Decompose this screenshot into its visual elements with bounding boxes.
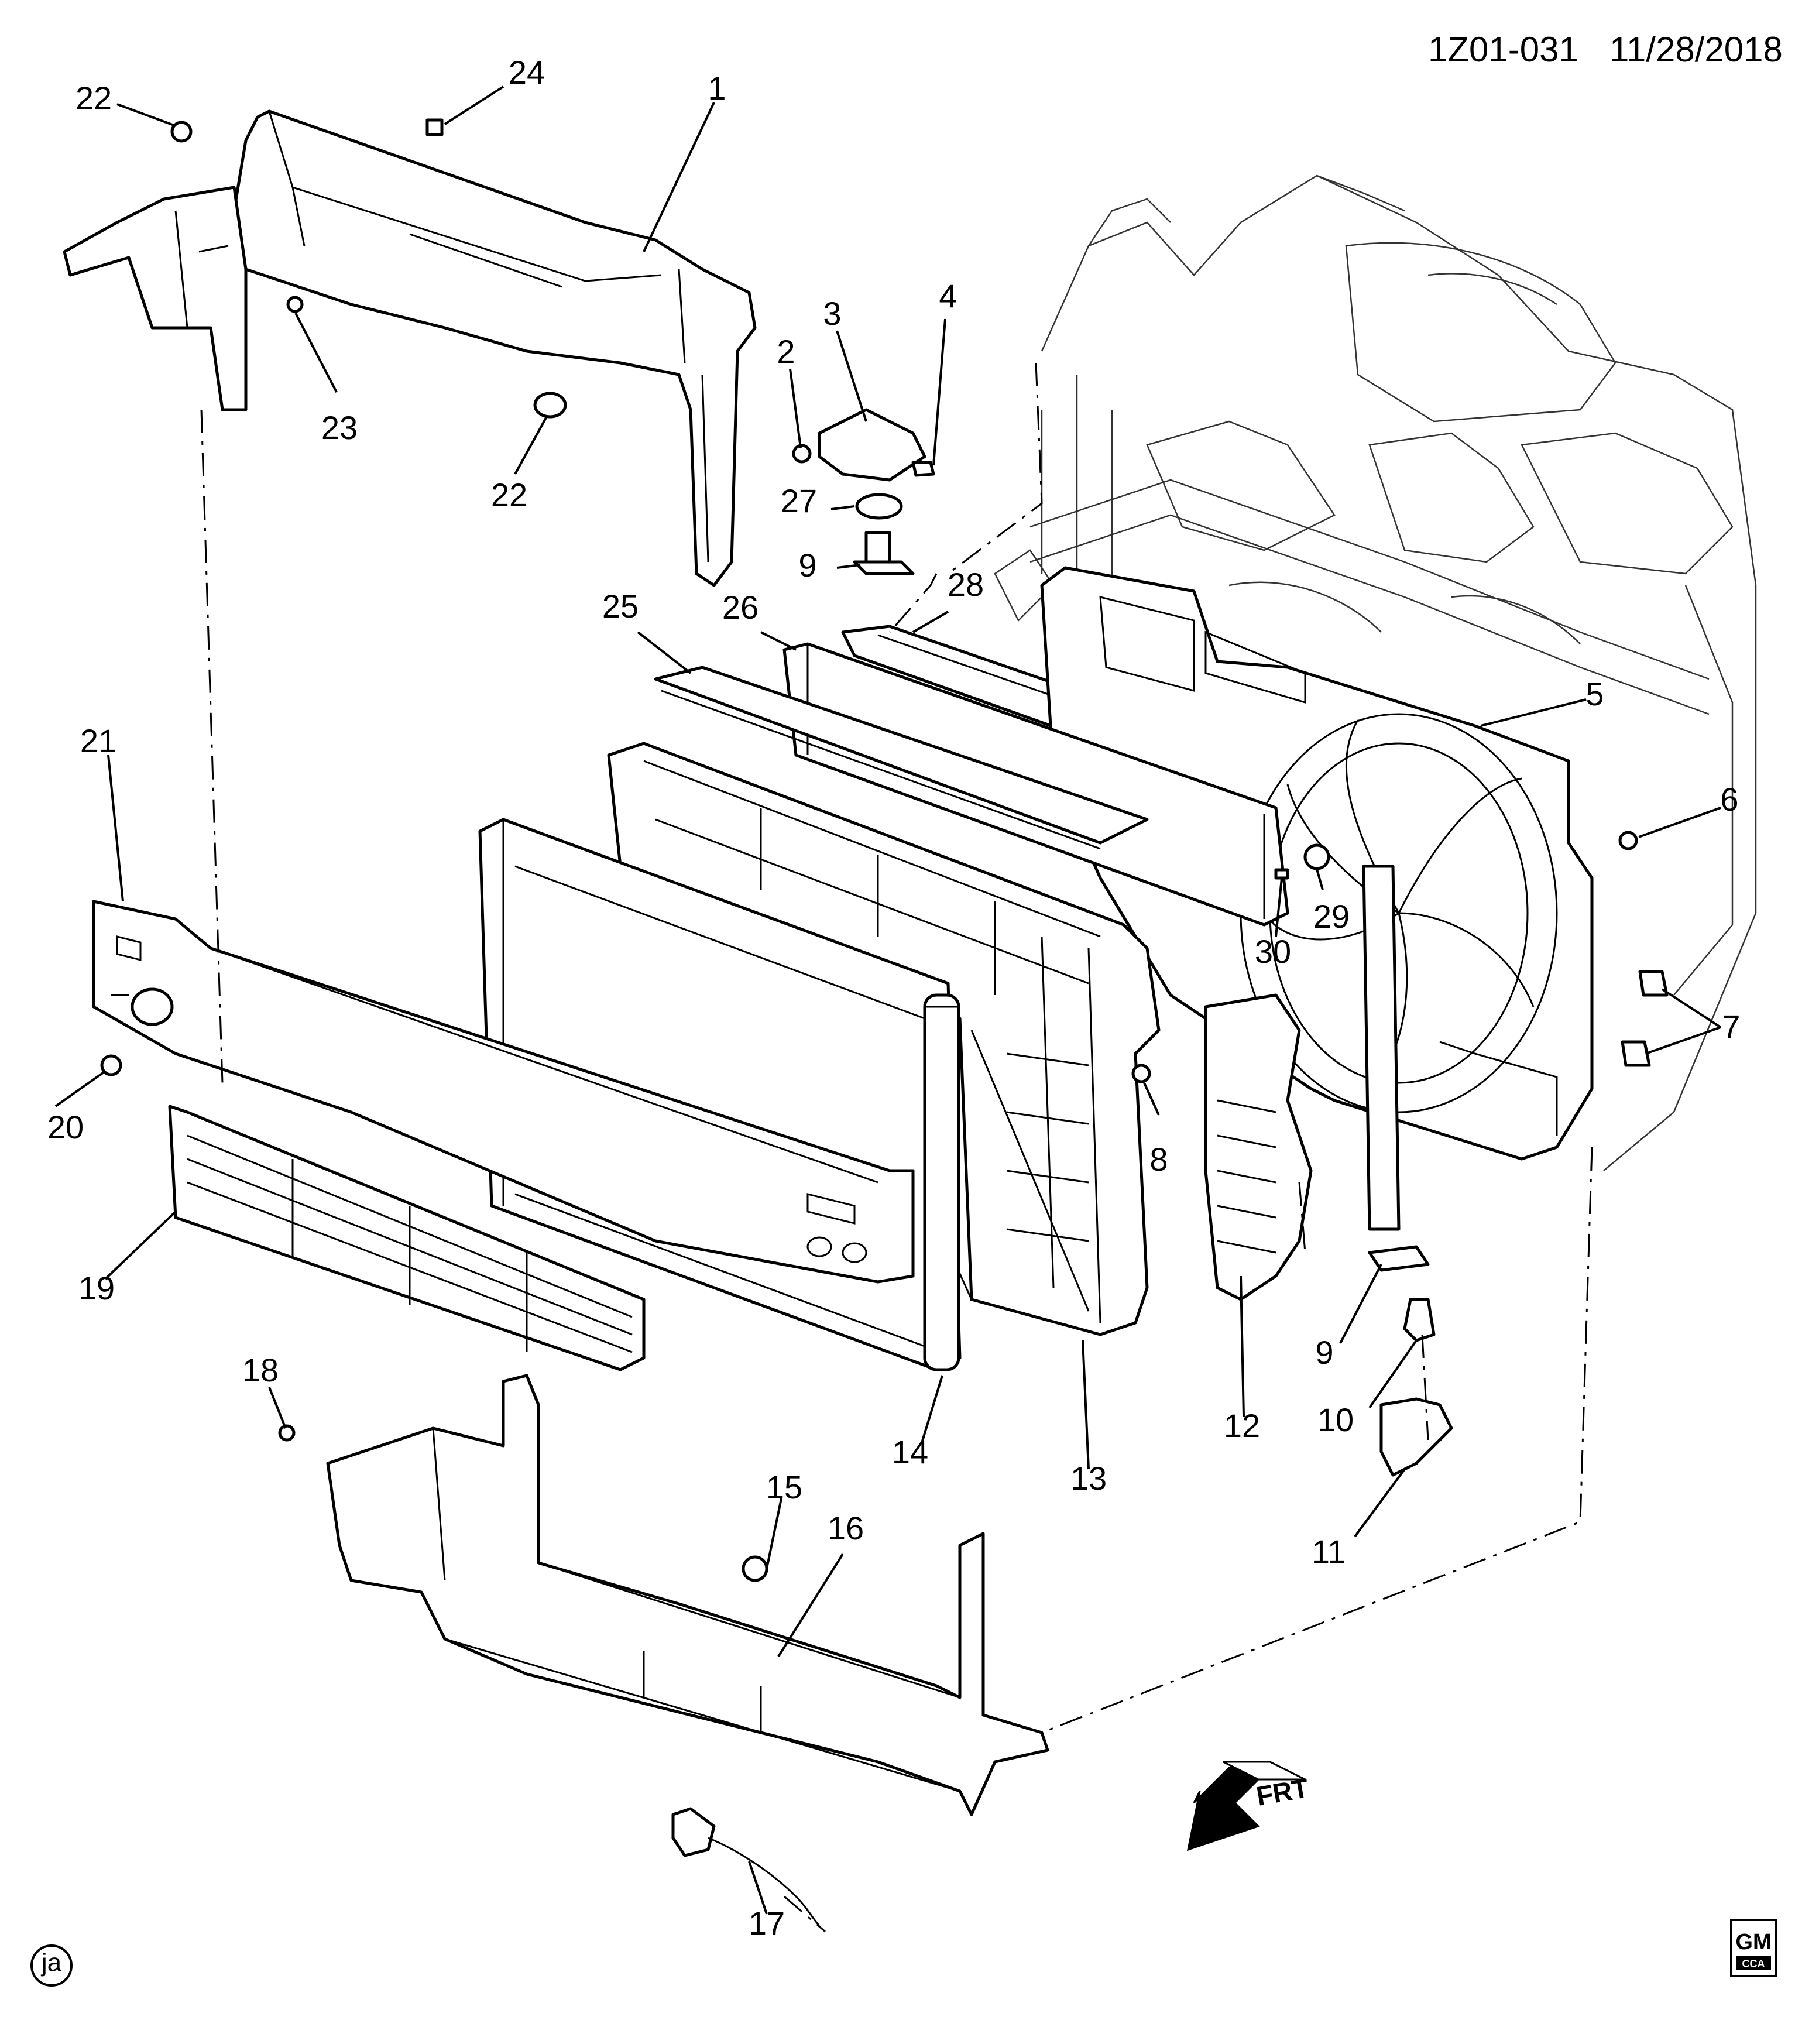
callout-26: 26: [722, 589, 759, 626]
upper-mount-parts: [792, 408, 935, 575]
callout-1: 1: [708, 70, 726, 107]
bolt-18: [278, 1424, 296, 1442]
callout-29: 29: [1313, 898, 1350, 935]
callout-16: 16: [828, 1510, 864, 1546]
callout-19: 19: [78, 1270, 115, 1306]
callout-28: 28: [948, 566, 984, 603]
callout-12: 12: [1224, 1407, 1260, 1444]
callout-6: 6: [1720, 781, 1738, 818]
callout-8: 8: [1149, 1141, 1168, 1178]
upper-tie-bar: [63, 109, 757, 587]
callout-7: 7: [1722, 1008, 1740, 1045]
clip-22-lower: [533, 392, 567, 419]
callout-18: 18: [242, 1352, 279, 1388]
clip-24: [425, 118, 444, 136]
clip-30: [1274, 868, 1289, 880]
callout-23: 23: [321, 409, 358, 446]
lower-mount-parts: [1362, 865, 1453, 1477]
gm-logo: GM CCA: [1730, 1919, 1777, 1977]
diagram-date: 11/28/2018: [1609, 30, 1783, 69]
callout-10: 10: [1317, 1401, 1354, 1438]
leader-lines: [54, 85, 1722, 1915]
artist-mark: ja: [30, 1944, 73, 1987]
callout-5: 5: [1585, 675, 1604, 712]
callout-11: 11: [1312, 1533, 1346, 1570]
callout-labels: 1 2 3 4 5 6 7 8 9 9 10 11 12 13 14 15 16…: [47, 54, 1741, 1942]
callout-13: 13: [1070, 1460, 1107, 1497]
callout-25: 25: [602, 588, 639, 625]
wiring-harness: [671, 1807, 821, 1927]
nut-29: [1303, 843, 1330, 870]
artist-initials: ja: [40, 1949, 62, 1977]
nut-7-upper: [1638, 970, 1669, 997]
callout-9-lower: 9: [1315, 1334, 1333, 1371]
callout-22-lower: 22: [491, 476, 527, 513]
callout-21: 21: [80, 722, 116, 759]
clip-22-upper: [170, 121, 193, 143]
gm-logo-sub: CCA: [1742, 1958, 1765, 1970]
bolt-8: [1131, 1064, 1151, 1083]
lower-grille: [168, 1105, 646, 1371]
engine-compartment-drawing: [994, 174, 1757, 1171]
callout-17: 17: [749, 1905, 785, 1942]
front-direction-arrow: FRT: [1187, 1761, 1311, 1851]
diagram-header: 1Z01-031 11/28/2018: [1428, 30, 1783, 69]
callout-15: 15: [766, 1469, 802, 1505]
bolt-23: [286, 296, 304, 313]
callout-14: 14: [892, 1433, 928, 1470]
callout-20: 20: [47, 1109, 84, 1146]
nut-7-lower: [1621, 1040, 1651, 1067]
diagram-id: 1Z01-031: [1428, 30, 1578, 69]
lower-tie-bar: [326, 1374, 1049, 1816]
nut-20: [100, 1054, 122, 1076]
bumper-impact-bar: [92, 900, 915, 1284]
bolt-6: [1618, 831, 1638, 850]
callout-24: 24: [509, 54, 545, 91]
callout-22-upper: 22: [75, 80, 112, 116]
callout-27: 27: [781, 482, 817, 519]
callout-4: 4: [939, 277, 957, 314]
side-air-baffle: [1204, 993, 1313, 1301]
fasteners: [100, 118, 1669, 1442]
callout-3: 3: [823, 295, 841, 332]
callout-30: 30: [1255, 933, 1291, 970]
callout-2: 2: [777, 333, 795, 370]
alignment-lines: [200, 362, 1593, 1933]
callout-9-upper: 9: [798, 547, 816, 584]
gm-logo-text: GM: [1735, 1930, 1771, 1954]
